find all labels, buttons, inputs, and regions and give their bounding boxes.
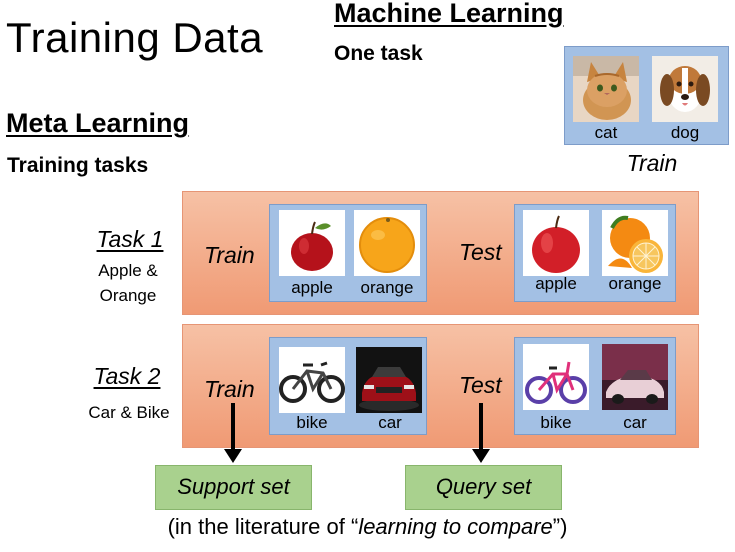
task-2-test-panel: bike car (514, 337, 676, 435)
task-2-test-label: Test (459, 372, 502, 398)
task-1-description-line1: Apple & (98, 261, 158, 280)
machine-learning-train-label: Train (626, 150, 678, 176)
footer-emphasis: learning to compare (358, 514, 553, 539)
task-1-train-label: Train (204, 242, 255, 268)
meta-learning-heading: Meta Learning (6, 108, 190, 138)
task-1-test-orange-label: orange (608, 274, 662, 293)
support-arrow-shaft (231, 403, 235, 450)
support-arrow-head (224, 449, 242, 463)
apple-photo (523, 210, 589, 276)
task-2-train-label: Train (204, 376, 255, 402)
task-2-train-bike-label: bike (296, 413, 328, 432)
orange-photo (354, 210, 420, 276)
task-1-label: Task 1 (96, 226, 164, 252)
task-1-test-panel: apple orange (514, 204, 676, 302)
meta-learning-subheading: Training tasks (7, 154, 149, 177)
task-2-description-line1: Car & Bike (88, 403, 170, 422)
cat-photo (573, 56, 639, 122)
kids-bike-photo (523, 344, 589, 410)
machine-learning-image-panel: cat dog (564, 46, 729, 145)
task-1-train-panel: apple orange (269, 204, 427, 302)
dog-label: dog (670, 123, 700, 142)
support-set-box: Support set (155, 465, 312, 510)
query-arrow-head (472, 449, 490, 463)
query-arrow-shaft (479, 403, 483, 450)
task-1-test-apple-label: apple (535, 274, 577, 293)
task-1-band: Train apple orange Test (182, 191, 699, 315)
orange-slices-photo (602, 210, 668, 276)
task-2-train-panel: bike car (269, 337, 427, 435)
task-2-band: Train bike car Tes (182, 324, 699, 448)
footer-before: (in the literature of “ (167, 514, 359, 539)
task-1-description-line2: Orange (99, 286, 157, 305)
car-photo (602, 344, 668, 410)
page-title: Training Data (6, 14, 264, 61)
bike-photo (279, 347, 345, 413)
cat-label: cat (594, 123, 618, 142)
task-1-test-label: Test (459, 239, 502, 265)
query-set-box: Query set (405, 465, 562, 510)
machine-learning-heading: Machine Learning (334, 0, 564, 28)
machine-learning-subheading: One task (334, 42, 423, 65)
task-2-test-bike-label: bike (540, 413, 572, 432)
task-1-train-apple-label: apple (291, 278, 333, 297)
dog-photo (652, 56, 718, 122)
task-2-label: Task 2 (93, 363, 161, 389)
task-1-train-orange-label: orange (360, 278, 414, 297)
task-2-test-car-label: car (623, 413, 647, 432)
footer-after: ”) (552, 514, 568, 539)
task-2-train-car-label: car (378, 413, 402, 432)
apple-photo (279, 210, 345, 276)
car-photo (356, 347, 422, 413)
footer-note: (in the literature of “learning to compa… (0, 514, 735, 540)
